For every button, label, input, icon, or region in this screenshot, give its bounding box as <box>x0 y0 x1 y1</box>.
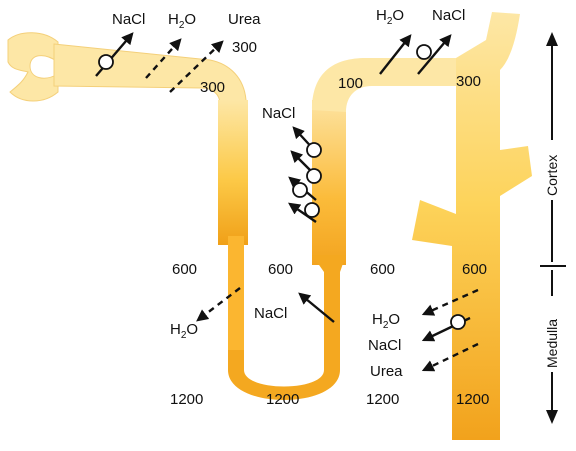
descending-thin-limb <box>228 236 244 366</box>
arrow-icon <box>196 287 241 322</box>
osmolality-label: 300 <box>200 79 225 96</box>
ascending-neck <box>312 255 346 272</box>
arrow-icon <box>417 34 452 75</box>
osmolality-label: 300 <box>232 39 257 56</box>
osmolality-label: 1200 <box>170 391 203 408</box>
osmolality-label: 1200 <box>456 391 489 408</box>
transporter-icon <box>292 182 308 198</box>
osmolality-label: 1200 <box>266 391 299 408</box>
osmolality-label: 600 <box>172 261 197 278</box>
label-h2o: H2O <box>376 7 404 27</box>
loop-of-henle <box>228 270 340 400</box>
label-nacl: NaCl <box>432 7 465 24</box>
arrow-icon <box>169 40 224 93</box>
osmolality-label: 300 <box>456 73 481 90</box>
osmolality-label: 1200 <box>366 391 399 408</box>
osmolality-label: 600 <box>268 261 293 278</box>
descending-limb <box>218 100 248 245</box>
collecting-duct <box>412 12 532 440</box>
arrow-icon <box>288 202 317 223</box>
arrow-icon <box>421 342 479 372</box>
transporter-icon <box>304 202 320 218</box>
arrow-icon <box>95 32 134 77</box>
zone-axis <box>540 32 566 424</box>
label-nacl: NaCl <box>262 105 295 122</box>
label-h2o: H2O <box>372 311 400 331</box>
arrow-icon <box>379 34 412 75</box>
up-arrow-icon <box>546 32 558 46</box>
transporter-icon <box>306 142 322 158</box>
transporters <box>98 44 466 330</box>
zone-label-medulla: Medulla <box>544 319 560 368</box>
label-nacl: NaCl <box>368 337 401 354</box>
osmolality-label: 100 <box>338 75 363 92</box>
label-nacl: NaCl <box>112 11 145 28</box>
label-h2o: H2O <box>168 11 196 31</box>
distal-curve <box>312 58 470 112</box>
transporter-icon <box>416 44 432 60</box>
zone-label-cortex: Cortex <box>544 155 560 196</box>
label-h2o: H2O <box>170 321 198 341</box>
down-arrow-icon <box>546 410 558 424</box>
bowmans-capsule <box>7 32 59 102</box>
nephron-tubule <box>7 12 532 440</box>
label-urea: Urea <box>228 11 261 28</box>
arrow-icon <box>298 292 335 323</box>
transporter-icon <box>450 314 466 330</box>
arrow-icon <box>145 38 182 79</box>
label-urea: Urea <box>370 363 403 380</box>
transporter-icon <box>306 168 322 184</box>
osmolality-label: 600 <box>370 261 395 278</box>
solute-labels: NaCl H2O Urea 300 300 H2O NaCl 100 300 N… <box>112 7 489 408</box>
osmolality-label: 600 <box>462 261 487 278</box>
arrow-icon <box>421 288 479 316</box>
label-nacl: NaCl <box>254 305 287 322</box>
transporter-icon <box>98 54 114 70</box>
